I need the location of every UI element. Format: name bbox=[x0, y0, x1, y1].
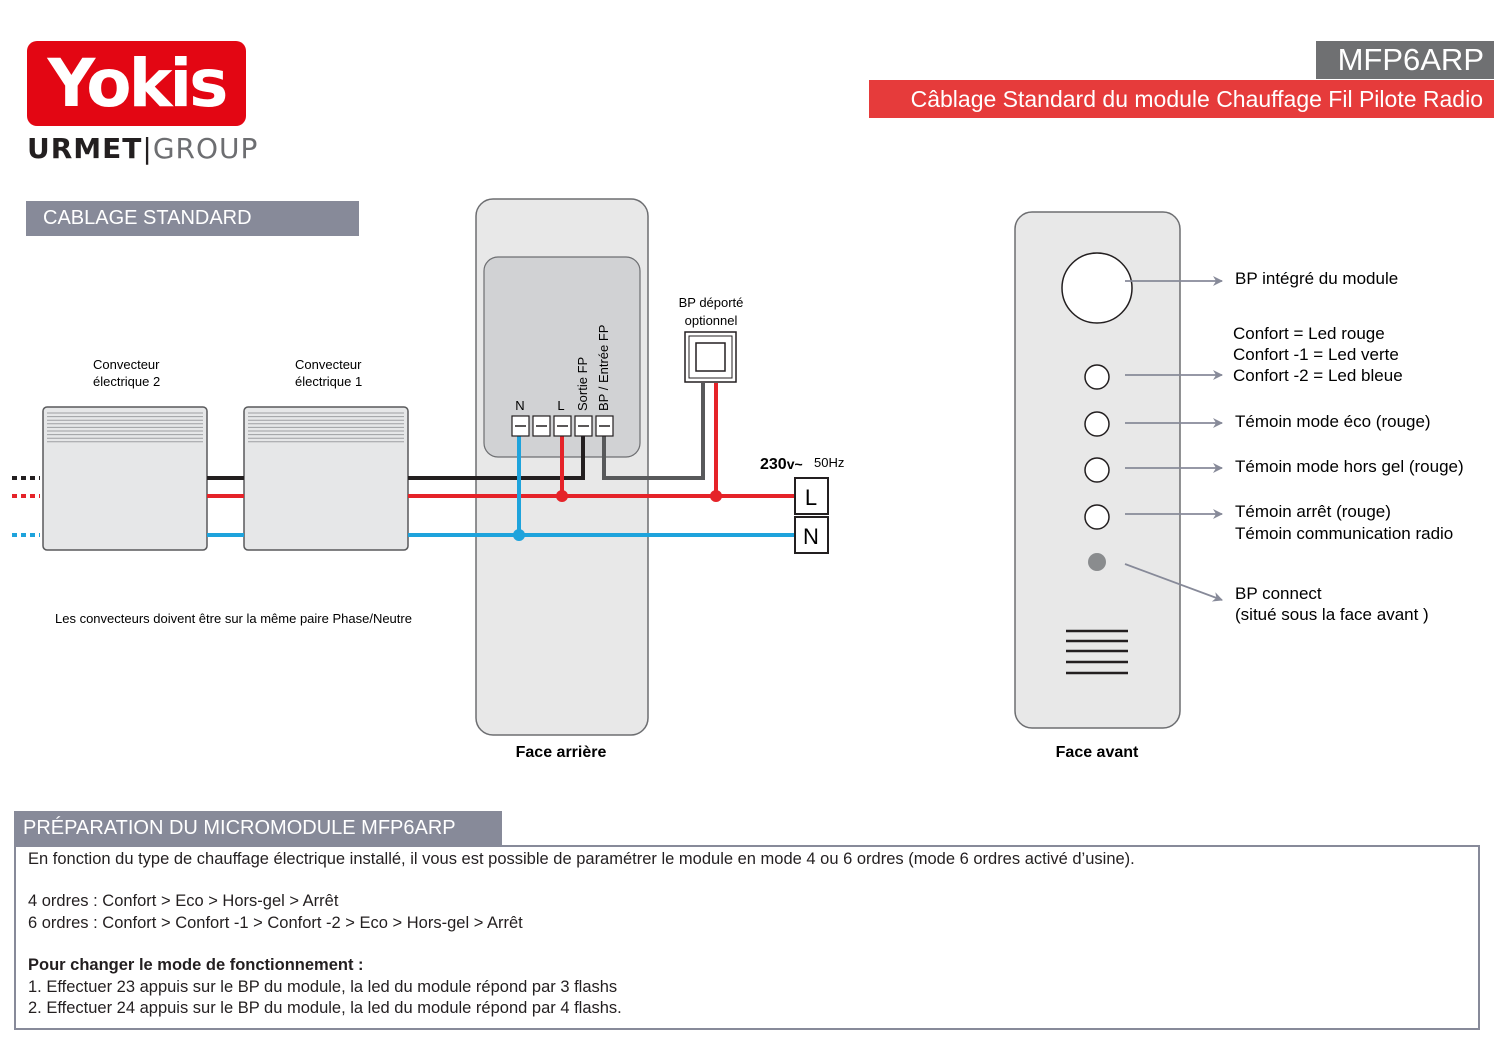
callout-arret: Témoin arrêt (rouge) bbox=[1235, 502, 1391, 521]
urmet-group-logo: URMET|GROUP bbox=[27, 133, 258, 165]
terminal-n-label: N bbox=[515, 398, 524, 413]
remote-button-label-1: BP déporté bbox=[679, 295, 744, 310]
supply-l-label: L bbox=[805, 485, 817, 510]
convector-2-label-1: Convecteur bbox=[93, 357, 160, 372]
page-subtitle: Câblage Standard du module Chauffage Fil… bbox=[869, 80, 1494, 118]
group-urmet: URMET bbox=[27, 132, 143, 165]
bp-connect-dot bbox=[1088, 553, 1106, 571]
callout-hors-gel: Témoin mode hors gel (rouge) bbox=[1235, 457, 1464, 476]
frequency-label: 50Hz bbox=[814, 455, 844, 470]
convector-2-label-2: électrique 2 bbox=[93, 374, 160, 389]
howto-title: Pour changer le mode de fonctionnement : bbox=[28, 956, 364, 974]
yokis-logo: Yokis bbox=[27, 41, 246, 126]
phase-wire bbox=[207, 383, 795, 502]
voltage-symbol: v~ bbox=[787, 456, 803, 472]
callout-bp-connect-note: (situé sous la face avant ) bbox=[1235, 605, 1429, 624]
same-phase-note: Les convecteurs doivent être sur la même… bbox=[55, 611, 412, 626]
convector-1-label-2: électrique 1 bbox=[295, 374, 362, 389]
terminal-sortie-label: Sortie FP bbox=[575, 357, 590, 411]
wiring-section-title: CABLAGE STANDARD bbox=[26, 201, 359, 236]
callout-arrows bbox=[1124, 276, 1223, 602]
callout-radio: Témoin communication radio bbox=[1235, 524, 1453, 543]
mode-6-orders: 6 ordres : Confort > Confort -1 > Confor… bbox=[28, 914, 523, 932]
model-badge: MFP6ARP bbox=[1316, 41, 1494, 79]
supply-n-label: N bbox=[803, 524, 819, 549]
front-vent-grille bbox=[1066, 629, 1128, 675]
callout-eco: Témoin mode éco (rouge) bbox=[1235, 412, 1431, 431]
callout-bp-connect: BP connect bbox=[1235, 584, 1322, 603]
group-group: GROUP bbox=[152, 132, 259, 165]
step-1: 1. Effectuer 23 appuis sur le BP du modu… bbox=[28, 978, 618, 996]
bp-wire bbox=[602, 383, 705, 480]
neutral-wire bbox=[207, 433, 795, 541]
pilot-wire bbox=[207, 433, 585, 480]
convector-1-label-1: Convecteur bbox=[295, 357, 362, 372]
led-arret bbox=[1084, 504, 1110, 530]
callout-confort-blue: Confort -2 = Led bleue bbox=[1233, 366, 1403, 385]
group-separator: | bbox=[142, 132, 153, 165]
led-eco bbox=[1084, 411, 1110, 437]
led-confort bbox=[1084, 364, 1110, 390]
callout-confort-green: Confort -1 = Led verte bbox=[1233, 345, 1399, 364]
remote-button-icon bbox=[684, 331, 737, 383]
remote-button-label-2: optionnel bbox=[685, 313, 738, 328]
convector-1 bbox=[243, 406, 409, 551]
callout-confort-red: Confort = Led rouge bbox=[1233, 324, 1385, 343]
led-hors-gel bbox=[1084, 457, 1110, 483]
terminals bbox=[511, 415, 614, 437]
wiring-diagram: N L Sortie FP BP / Entrée FP BP déporté … bbox=[12, 198, 1464, 761]
rear-face-label: Face arrière bbox=[516, 744, 607, 761]
supply-n-box bbox=[794, 516, 829, 554]
logo-text: Yokis bbox=[47, 45, 229, 122]
continuation-dots bbox=[12, 476, 40, 537]
preparation-box bbox=[14, 845, 1480, 1030]
terminal-bp-label: BP / Entrée FP bbox=[596, 325, 611, 411]
terminal-l-label: L bbox=[557, 398, 564, 413]
voltage-value: 230v~ bbox=[760, 456, 803, 473]
preparation-title: PRÉPARATION DU MICROMODULE MFP6ARP bbox=[14, 811, 502, 846]
preparation-intro: En fonction du type de chauffage électri… bbox=[28, 850, 1135, 868]
callout-integrated-button: BP intégré du module bbox=[1235, 269, 1398, 288]
integrated-button bbox=[1061, 252, 1133, 324]
mode-4-orders: 4 ordres : Confort > Eco > Hors-gel > Ar… bbox=[28, 892, 339, 910]
front-face-label: Face avant bbox=[1056, 744, 1139, 761]
step-2: 2. Effectuer 24 appuis sur le BP du modu… bbox=[28, 999, 622, 1017]
supply-l-box bbox=[794, 477, 829, 515]
convector-2 bbox=[42, 406, 208, 551]
